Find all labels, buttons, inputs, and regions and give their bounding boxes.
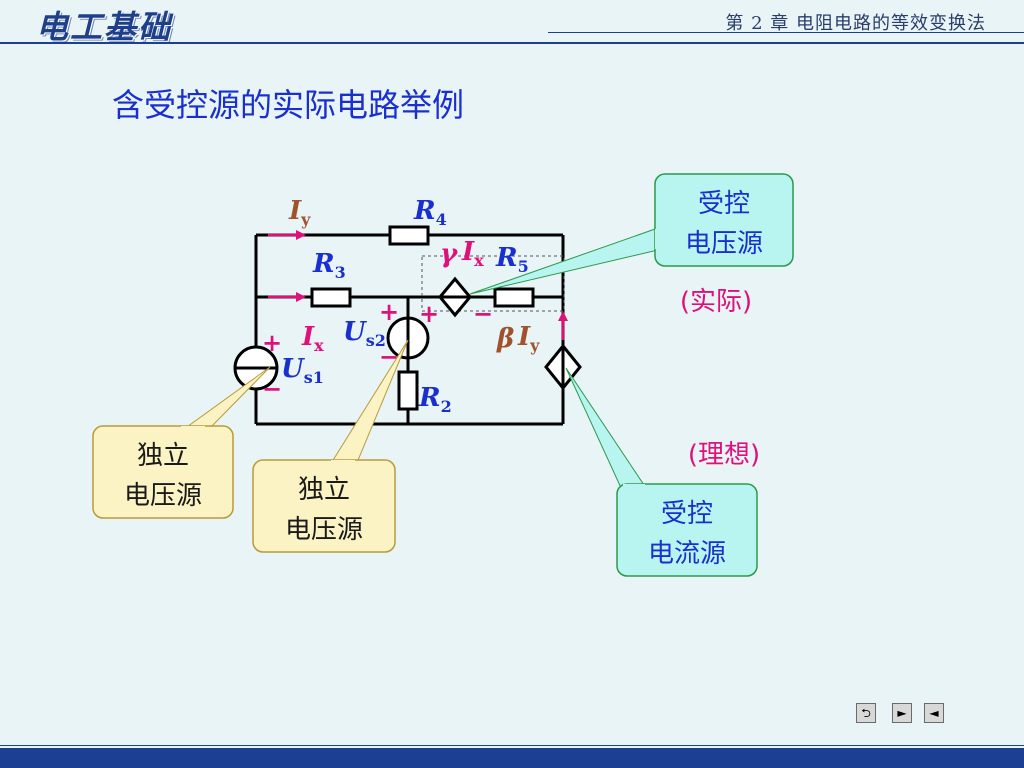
resistor-r3: [310, 287, 352, 308]
callout-dep-current-source: 受控 电流源: [565, 367, 758, 577]
svg-text:受控: 受控: [661, 499, 713, 529]
arrow-ix: [268, 292, 306, 302]
label-iy: Iy: [288, 196, 311, 229]
label-beta: β: [496, 324, 514, 354]
return-icon[interactable]: ⮌: [856, 703, 876, 723]
label-ix: Ix: [301, 322, 324, 355]
header-divider: [0, 42, 1024, 44]
svg-text:独立: 独立: [137, 441, 189, 471]
course-title: 电工基础: [36, 8, 173, 46]
header-divider-thin: [548, 32, 1024, 33]
resistor-r4: [388, 225, 430, 246]
label-gamma-ix: γ: [440, 239, 459, 269]
prev-icon[interactable]: ◄: [924, 703, 944, 723]
us1-minus: −: [262, 374, 282, 403]
callout-indep-source-mid: 独立 电压源: [252, 339, 409, 553]
arrow-iy: [268, 230, 306, 240]
label-r4: R4: [413, 196, 447, 229]
svg-text:受控: 受控: [698, 189, 750, 219]
slide-title: 含受控源的实际电路举例: [112, 86, 465, 124]
label-us2: Us2: [343, 317, 386, 350]
header-bar: [0, 0, 1024, 44]
chapter-title: 第 2 章 电阻电路的等效变换法: [725, 13, 986, 34]
us2-plus: +: [379, 297, 399, 326]
svg-text:电压源: 电压源: [285, 515, 363, 545]
label-r3: R3: [312, 249, 346, 282]
next-icon[interactable]: ►: [892, 703, 912, 723]
svg-text:电压源: 电压源: [124, 481, 202, 511]
dependent-source-dashed-box: [421, 255, 565, 312]
dep-v-plus: +: [419, 299, 439, 328]
footer-divider: [0, 745, 1024, 746]
note-ideal: (理想): [688, 440, 760, 470]
resistor-r5: [493, 287, 535, 308]
dependent-voltage-source: [438, 276, 472, 318]
dep-v-minus: −: [473, 299, 493, 328]
callout-indep-source-left: 独立 电压源: [92, 366, 271, 519]
svg-text:电压源: 电压源: [685, 229, 763, 259]
footer-bar: [0, 748, 1024, 768]
note-actual: (实际): [680, 287, 752, 317]
callout-dep-voltage-source: 受控 电压源: [469, 173, 794, 295]
independent-source-us1: [233, 345, 279, 391]
label-r5: R5: [495, 243, 529, 276]
label-r2: R2: [418, 383, 452, 416]
svg-text:独立: 独立: [298, 475, 350, 505]
label-gamma-ix-i: Ix: [461, 237, 484, 270]
resistor-r2: [397, 370, 419, 411]
arrow-beta-iy: [558, 311, 568, 340]
us1-plus: +: [262, 328, 282, 357]
label-us1: Us1: [281, 354, 324, 387]
label-beta-iy: Iy: [517, 322, 540, 355]
svg-text:电流源: 电流源: [648, 539, 726, 569]
independent-source-us2: [386, 316, 430, 360]
